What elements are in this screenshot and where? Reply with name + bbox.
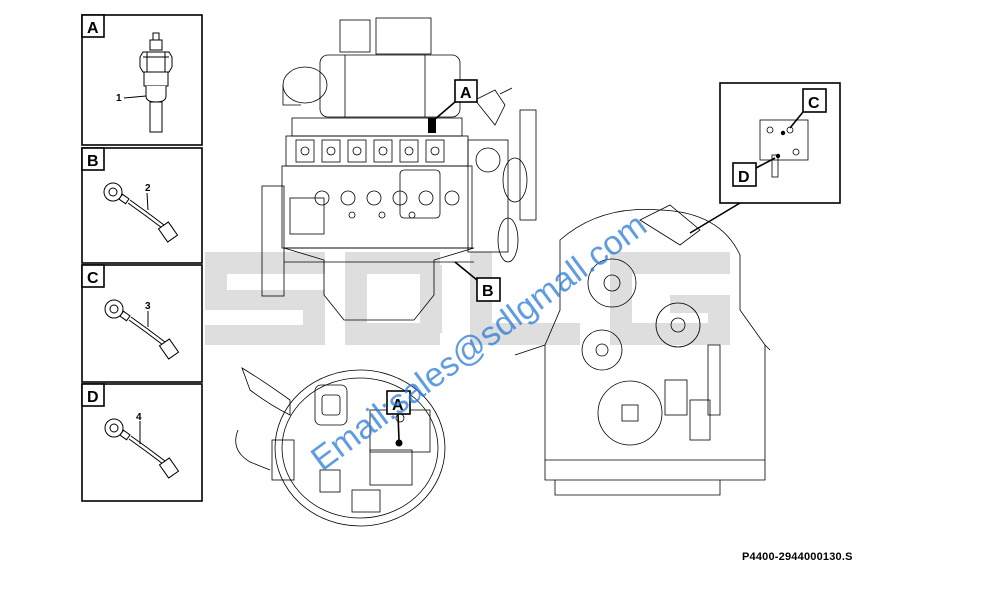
item-number-1: 1 xyxy=(116,93,122,104)
engine-sensor-a-marker xyxy=(428,118,436,133)
legend-panel-a xyxy=(81,14,203,146)
legend-letter-c: C xyxy=(87,270,99,287)
legend-panel-d xyxy=(81,383,203,502)
valve-sensor-d-marker xyxy=(775,153,781,159)
speed-sensor-drawing-4 xyxy=(104,418,180,479)
valve-sensor-c-marker xyxy=(780,130,786,136)
cover-sensor-a-marker xyxy=(395,439,403,447)
engine-callout-a-leader xyxy=(433,79,478,121)
part-number-label: P4400-2944000130.S xyxy=(742,551,853,563)
temperature-sensor-drawing xyxy=(123,32,173,133)
legend-letter-b: B xyxy=(87,153,99,170)
valve-body-drawing xyxy=(759,119,809,178)
item-number-3: 3 xyxy=(145,301,151,312)
legend-letter-d: D xyxy=(87,389,99,406)
engine-callout-b-leader xyxy=(454,261,501,302)
item-number-2: 2 xyxy=(145,183,151,194)
engine-callout-b: B xyxy=(482,283,494,300)
gearbox-inset xyxy=(689,82,841,234)
cover-callout-a: A xyxy=(392,397,404,414)
legend-panel-b xyxy=(81,147,203,264)
legend-letter-a: A xyxy=(87,20,99,37)
item-number-4: 4 xyxy=(136,412,142,423)
gearbox-callout-c: C xyxy=(808,95,820,112)
legend-panel-c xyxy=(81,264,203,383)
gearbox-drawing xyxy=(514,204,771,496)
speed-sensor-drawing-3 xyxy=(104,299,180,360)
gearbox-callout-d: D xyxy=(738,169,750,186)
speed-sensor-drawing-2 xyxy=(103,182,179,243)
engine-callout-a: A xyxy=(460,85,472,102)
cover-callout-a-leader xyxy=(386,390,411,441)
legend-panels xyxy=(81,14,203,502)
engine-drawing xyxy=(261,17,537,321)
